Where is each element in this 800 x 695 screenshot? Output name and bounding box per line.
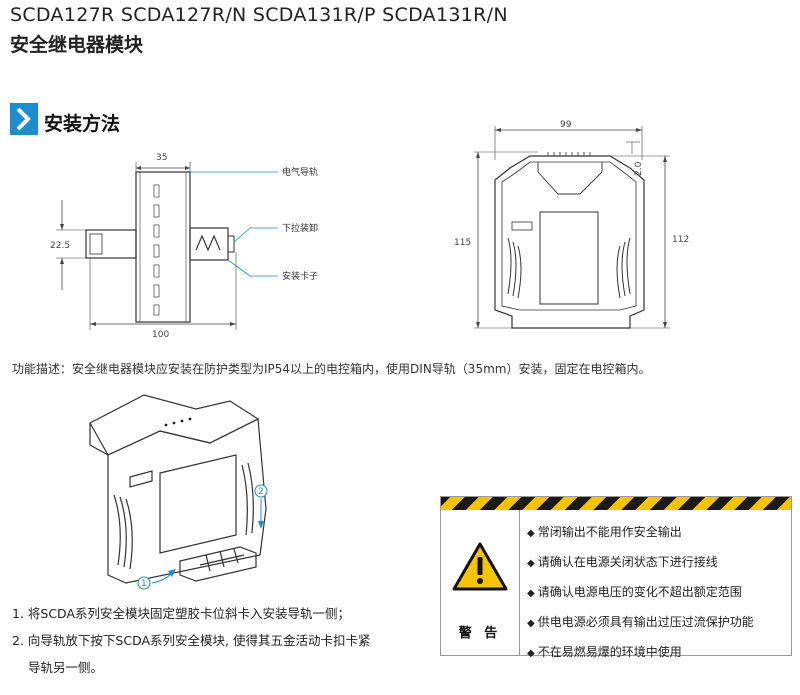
bullet-diamond-icon: ◆: [527, 648, 535, 659]
rail-label: 电气导轨: [282, 166, 318, 178]
warning-icon-panel: 警 告: [441, 510, 520, 655]
clip-label: 安装卡子: [282, 270, 318, 282]
warning-item: ◆供电电源必须具有输出过压过流保护功能: [527, 615, 754, 629]
warning-box: 警 告 ◆常闭输出不能用作安全输出 ◆请确认在电源关闭状态下进行接线 ◆请确认电…: [440, 496, 792, 659]
dim-2-0-label: 2.0: [634, 161, 644, 176]
chevron-right-icon: [10, 103, 38, 135]
dim-112-label: 112: [672, 235, 689, 245]
module-dimension-diagram: 99 2.0 115 112: [454, 120, 689, 329]
warning-item: ◆请确认在电源关闭状态下进行接线: [527, 555, 718, 569]
product-title: 安全继电器模块: [10, 34, 144, 56]
warning-triangle-icon: [452, 542, 508, 591]
dim-115-label: 115: [454, 238, 471, 248]
warning-item: ◆不在易燃易爆的环境中使用: [527, 645, 682, 659]
warning-label: 警 告: [458, 626, 502, 641]
pull-down-label: 下拉装卸: [282, 222, 318, 234]
step-2-continued: 导轨另一侧。: [28, 660, 104, 675]
rail-mount-diagram: 35 22.5 100 电气导轨 下拉装卸 安装卡子: [50, 153, 318, 340]
section-title: 安装方法: [44, 113, 121, 135]
bullet-diamond-icon: ◆: [527, 528, 535, 539]
step-1: 1. 将SCDA系列安全模块固定塑胶卡位斜卡入安装导轨一侧；: [12, 606, 351, 621]
hazard-stripe: [441, 497, 791, 510]
warning-list: ◆常闭输出不能用作安全输出 ◆请确认在电源关闭状态下进行接线 ◆请确认电源电压的…: [527, 518, 754, 668]
dim-35-label: 35: [156, 153, 167, 163]
callout-1: 1: [141, 579, 147, 589]
dim-99-label: 99: [560, 120, 572, 130]
model-numbers: SCDA127R SCDA127R/N SCDA131R/P SCDA131R/…: [10, 4, 508, 26]
dim-100-label: 100: [152, 330, 169, 340]
bullet-diamond-icon: ◆: [527, 618, 535, 629]
warning-item: ◆常闭输出不能用作安全输出: [527, 525, 682, 539]
dim-22-5-label: 22.5: [50, 241, 70, 251]
callout-2: 2: [258, 487, 264, 497]
mounting-illustration: 1 2: [89, 394, 268, 590]
bullet-diamond-icon: ◆: [527, 558, 535, 569]
bullet-diamond-icon: ◆: [527, 588, 535, 599]
function-description: 功能描述：安全继电器模块应安装在防护类型为IP54以上的电控箱内，使用DIN导轨…: [12, 362, 651, 376]
step-2: 2. 向导轨放下按下SCDA系列安全模块, 使得其五金活动卡扣卡紧: [12, 633, 371, 648]
warning-item: ◆请确认电源电压的变化不超出额定范围: [527, 585, 742, 599]
